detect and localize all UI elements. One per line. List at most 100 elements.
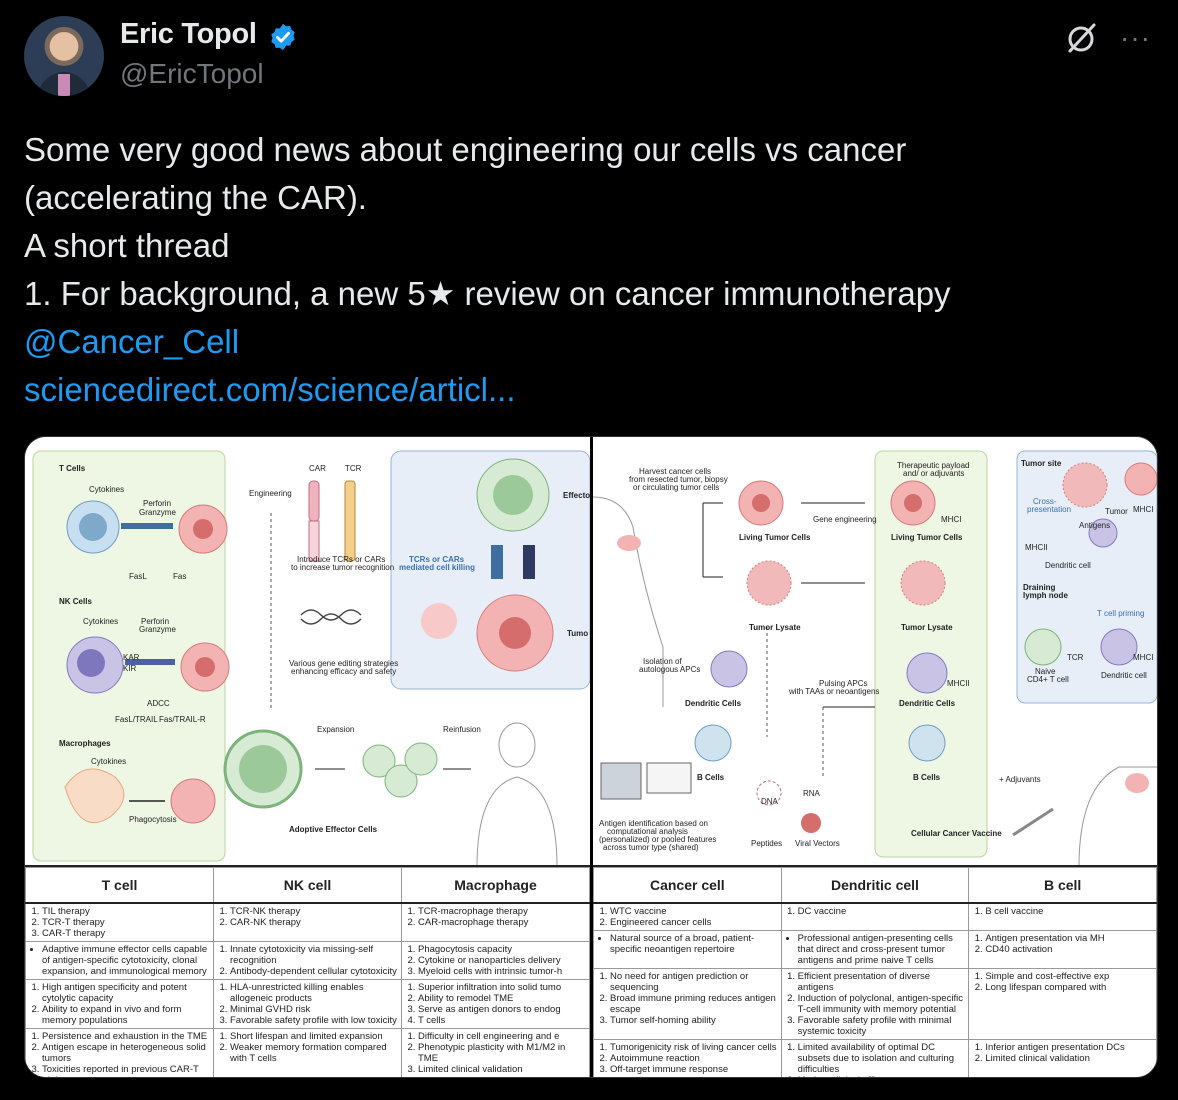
label: Gene engineering [813,515,877,524]
cell-item: Professional antigen-presenting cells th… [798,933,965,966]
label: TCR [345,464,362,473]
table-row: Natural source of a broad, patient-speci… [593,930,1157,969]
label: KIR [123,664,137,673]
image-divider [590,437,593,1077]
label: NK Cells [59,597,92,606]
cell-item: Antigen presentation via MH [985,933,1152,944]
cell-list: Phagocytosis capacityCytokine or nanopar… [406,944,585,977]
table: Cancer cell Dendritic cell B cell WTC va… [593,867,1157,1077]
label: to increase tumor recognition [291,563,395,572]
label: Introduce TCRs or CARs [297,555,386,564]
cell-item: Antibody-dependent cellular cytotoxicity [230,966,397,977]
label: MHCI [1133,653,1154,662]
table-cell: Superior infiltration into solid tumoAbi… [401,979,590,1029]
cell-list: B cell vaccine [973,906,1152,917]
label: Tumo [567,629,589,638]
cell-list: Short lifespan and limited expansionWeak… [218,1031,397,1064]
cell-item: HLA-unrestricted killing enables allogen… [230,982,397,1004]
cell-item: Limited clinical validation [985,1053,1152,1064]
cell-list: Inferior antigen presentation DCsLimited… [973,1042,1152,1064]
grok-icon[interactable] [1064,20,1100,56]
label: autologous APCs [639,665,701,674]
cell-item: High antigen specificity and potent cyto… [42,982,209,1004]
label: Engineering [249,489,292,498]
tweet-line: (accelerating the CAR). [24,179,367,216]
label: Antigen identification based on [599,819,708,828]
cell-item: TCR-macrophage therapy [418,906,585,917]
table-cell: TCR-macrophage therapyCAR-macrophage the… [401,902,590,942]
cell-item: Superior infiltration into solid tumo [418,982,585,993]
cell-item: Long lifespan compared with [985,982,1152,993]
label: Viral Vectors [795,839,840,848]
mention-link[interactable]: @Cancer_Cell [24,323,240,360]
label: Cytokines [89,485,125,494]
label: enhancing efficacy and safety [291,667,397,676]
label: from resected tumor, biopsy [629,475,728,484]
label: Macrophages [59,739,111,748]
label: Dendritic Cells [899,699,956,708]
cell-item: Weaker memory formation compared with T … [230,1042,397,1064]
cell-list: Difficulty in cell engineering and ePhen… [406,1031,585,1075]
cell-item: CAR-T therapy [42,928,209,939]
table-cell: No need for antigen prediction or sequen… [593,968,782,1040]
tweet-line: A short thread [24,227,230,264]
tweet-line: Some very good news about engineering ou… [24,131,907,168]
cell-item: TCR-T therapy [42,917,209,928]
cell-item: Toxicities reported in previous CAR-T tr… [42,1064,209,1077]
table-row: Persistence and exhaustion in the TMEAnt… [25,1028,590,1077]
table-cell: Short lifespan and limited expansionWeak… [213,1028,402,1077]
cell-item: Simple and cost-effective exp [985,971,1152,982]
label: Dendritic cell [1101,671,1147,680]
table-cell: Adaptive immune effector cells capable o… [25,941,214,980]
label: Perforin [141,617,170,626]
more-options-button[interactable]: ··· [1120,22,1151,53]
cell-item: Modest clinical efficacy as monotherapy [798,1075,965,1077]
cell-item: Serve as antigen donors to endog [418,1004,585,1015]
cell-item: Engineered cancer cells [610,917,777,928]
avatar[interactable] [24,16,104,96]
cell-item: TIL therapy [42,906,209,917]
cell-list: Adaptive immune effector cells capable o… [30,944,209,977]
label: B Cells [913,773,941,782]
table-cell: Inferior antigen presentation DCsLimited… [968,1039,1157,1077]
label: Isolation of [643,657,682,666]
cell-list: Innate cytotoxicity via missing-self rec… [218,944,397,977]
label: B Cells [697,773,725,782]
left-comparison-table: T cell NK cell Macrophage TIL therapyTCR… [25,865,590,1077]
label: Living Tumor Cells [739,533,811,542]
figure-image-right[interactable]: Harvest cancer cells from resected tumor… [593,437,1157,1077]
table-cell: High antigen specificity and potent cyto… [25,979,214,1029]
cancer-vaccine-figure [593,450,1157,867]
label: Living Tumor Cells [891,533,963,542]
cell-item: Autoimmune reaction [610,1053,777,1064]
label: KAR [123,653,140,662]
cell-list: Professional antigen-presenting cells th… [786,933,965,966]
label: across tumor type (shared) [603,843,699,852]
cell-list: Persistence and exhaustion in the TMEAnt… [30,1031,209,1077]
author-name[interactable]: Eric Topol [120,18,257,50]
article-link[interactable]: sciencedirect.com/science/articl... [24,371,516,408]
label: Tumor site [1021,459,1062,468]
label: Cytokines [91,757,127,766]
tweet-line: 1. For background, a new 5★ review on ca… [24,275,951,312]
table-cell: HLA-unrestricted killing enables allogen… [213,979,402,1029]
cell-item: Favorable safety profile with minimal sy… [798,1015,965,1037]
cell-item: Phagocytosis capacity [418,944,585,955]
table-cell: Persistence and exhaustion in the TMEAnt… [25,1028,214,1077]
tweet-text: Some very good news about engineering ou… [24,126,1144,414]
cell-item: Inferior antigen presentation DCs [985,1042,1152,1053]
verified-badge-icon [271,23,295,51]
author-handle[interactable]: @EricTopol [120,58,264,89]
figure-image-left[interactable]: T Cells Cytokines Perforin Granzyme FasL… [25,437,590,1077]
media-attachment[interactable]: T Cells Cytokines Perforin Granzyme FasL… [24,436,1158,1078]
label: Granzyme [139,508,176,517]
cell-list: High antigen specificity and potent cyto… [30,982,209,1026]
cell-list: Tumorigenicity risk of living cancer cel… [598,1042,777,1075]
label: DNA [761,797,778,806]
table-cell: Difficulty in cell engineering and ePhen… [401,1028,590,1077]
label: RNA [803,789,820,798]
cell-item: Limited clinical validation [418,1064,585,1075]
table-cell: TCR-NK therapyCAR-NK therapy [213,902,402,942]
label: Phagocytosis [129,815,177,824]
cell-item: Myeloid cells with intrinsic tumor-h [418,966,585,977]
